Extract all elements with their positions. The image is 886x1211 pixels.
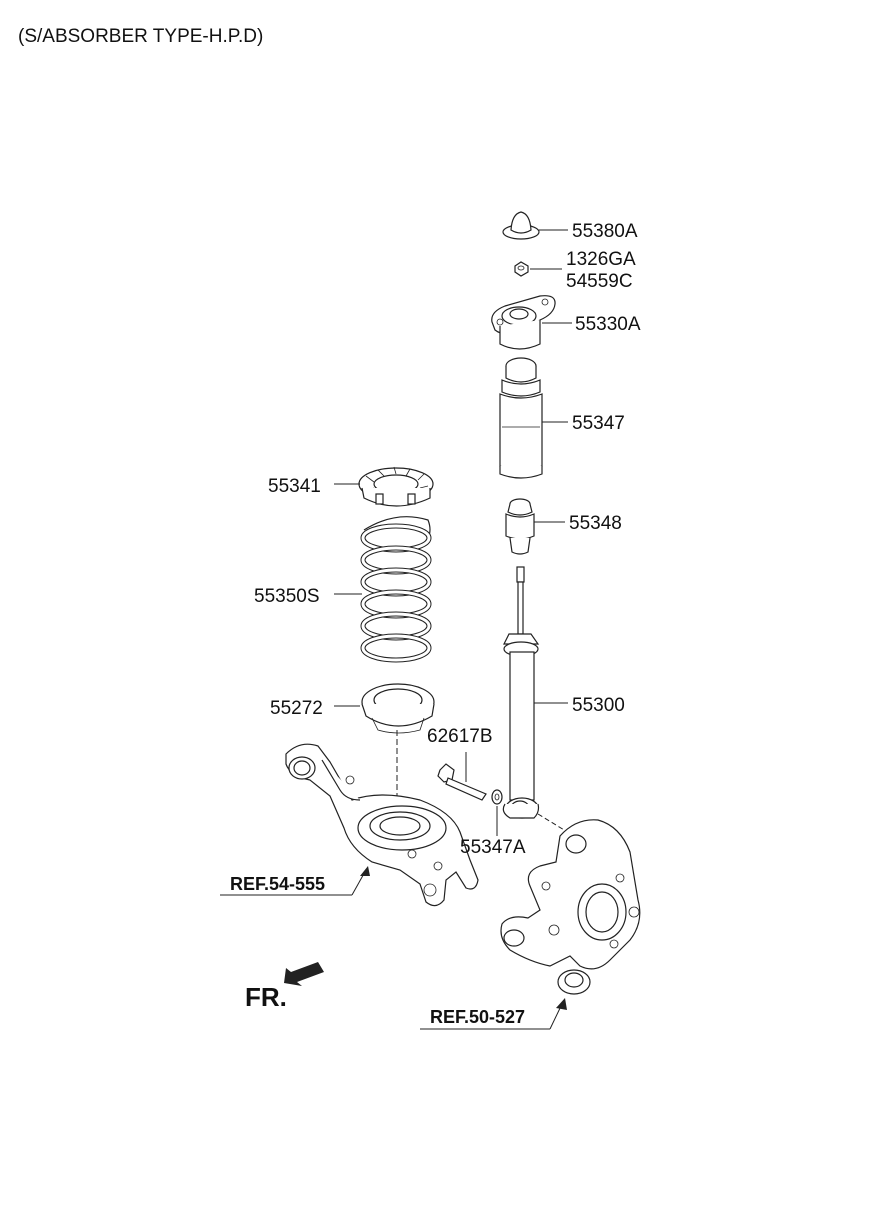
label-1326GA: 1326GA [566, 249, 636, 270]
lower-spring-pad-part [361, 683, 435, 734]
label-55272: 55272 [270, 698, 323, 719]
lower-arm-part [285, 743, 479, 907]
washer-part [491, 789, 503, 805]
label-55350S: 55350S [254, 586, 320, 607]
upper-mount-part [491, 295, 556, 350]
label-62617B: 62617B [427, 726, 493, 747]
label-55380A: 55380A [572, 221, 638, 242]
label-55300: 55300 [572, 695, 625, 716]
label-55348: 55348 [569, 513, 622, 534]
ref-50-527: REF.50-527 [430, 1007, 525, 1027]
knuckle-part [500, 819, 641, 995]
label-55347A: 55347A [460, 837, 526, 858]
label-54559C: 54559C [566, 271, 633, 292]
dust-cap-part [502, 211, 540, 240]
nut-part [514, 261, 529, 277]
shock-absorber-part [502, 566, 540, 819]
bump-stopper-part [505, 498, 535, 555]
diagram-title: (S/ABSORBER TYPE-H.P.D) [18, 26, 263, 47]
ref-54-555: REF.54-555 [230, 874, 325, 894]
dust-cover-part [499, 357, 543, 479]
front-direction-arrow-icon [284, 962, 324, 986]
bolt-part [437, 763, 487, 801]
front-direction-label: FR. [245, 982, 287, 1012]
label-55347: 55347 [572, 413, 625, 434]
label-55330A: 55330A [575, 314, 641, 335]
upper-spring-pad-part [358, 466, 434, 507]
label-55341: 55341 [268, 476, 321, 497]
coil-spring-part [360, 516, 432, 663]
